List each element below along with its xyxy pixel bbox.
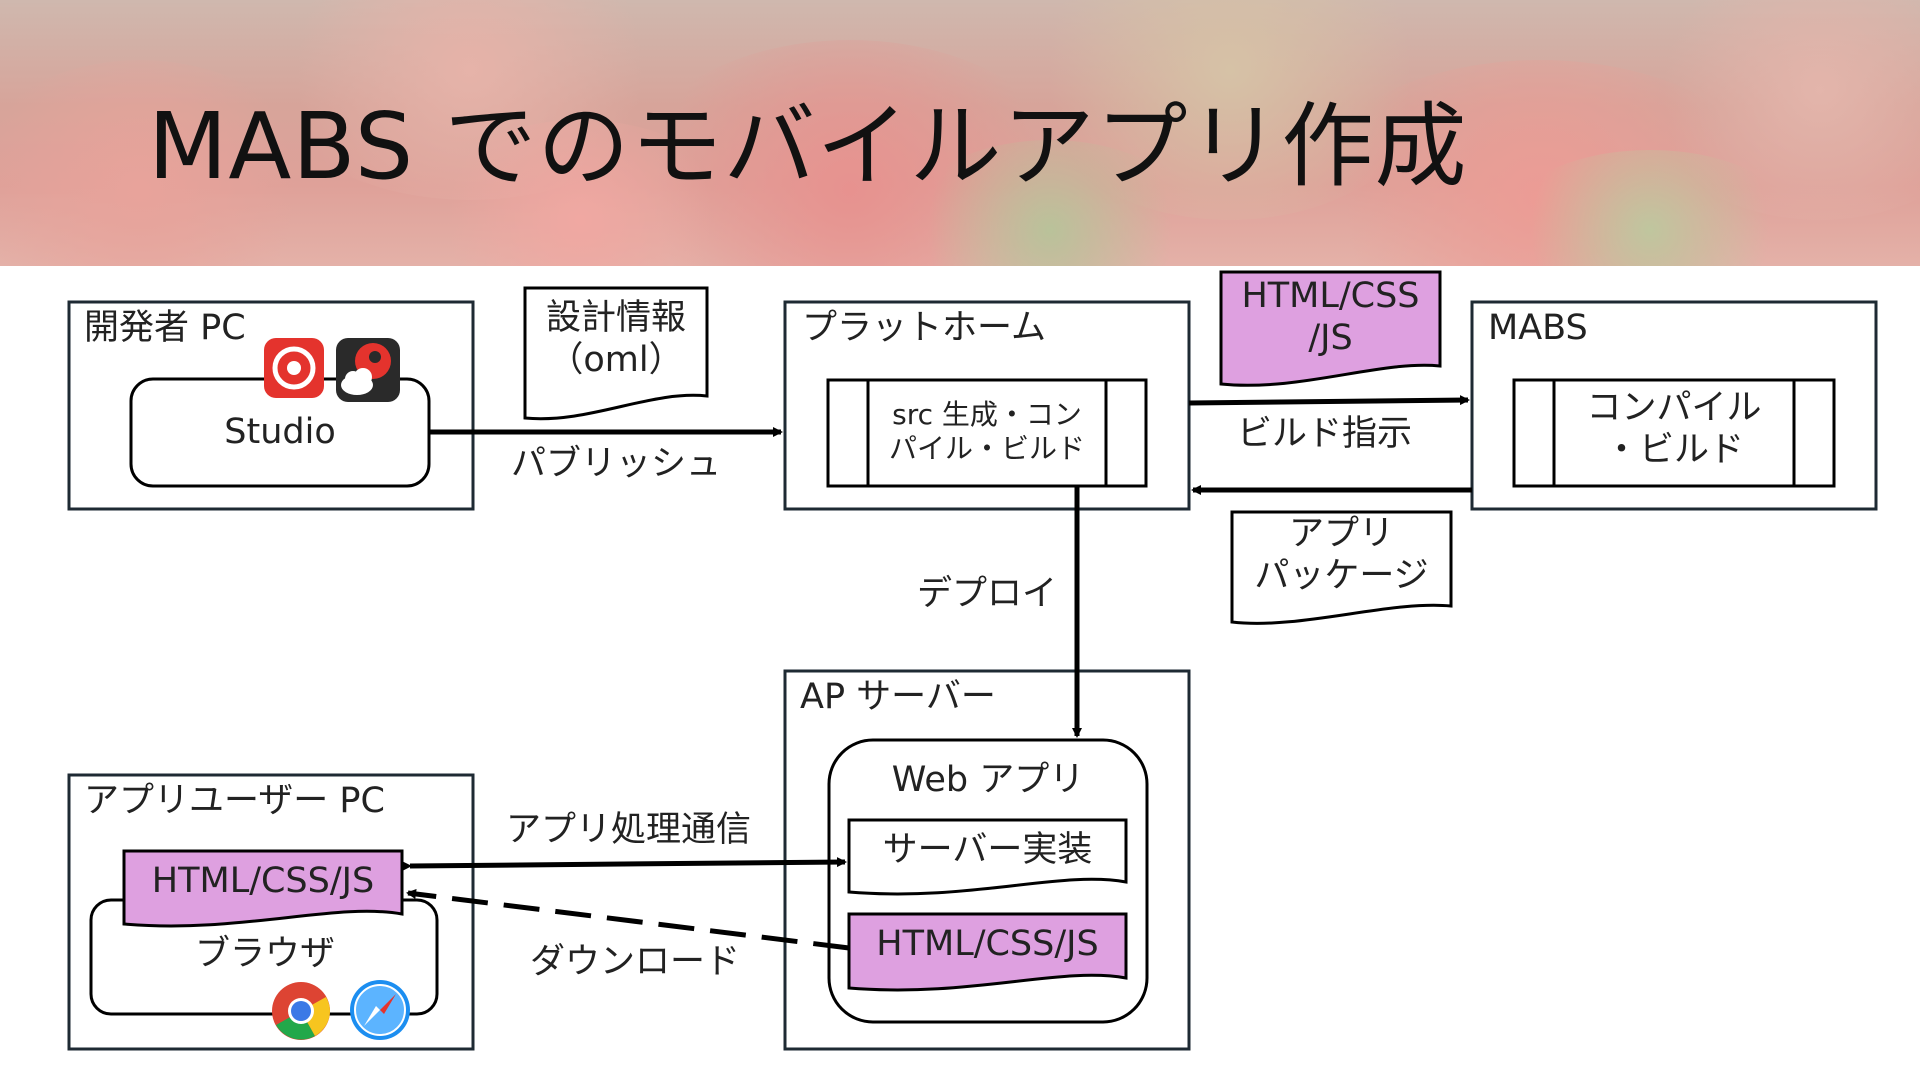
mabs-process-line2: ・ビルド [1603, 430, 1744, 470]
ap-server-label: AP サーバー [800, 677, 996, 717]
server-impl-doc [847, 818, 1128, 896]
server-impl-label: サーバー実装 [882, 830, 1093, 870]
user-assets-label: HTML/CSS/JS [151, 861, 375, 901]
mabs-process-box [1512, 378, 1836, 488]
deploy-label: デプロイ [917, 574, 1058, 614]
app-package-line2: パッケージ [1254, 556, 1429, 596]
mabs-process-line1: コンパイル [1586, 388, 1762, 428]
platform-process-box [826, 378, 1148, 488]
design-info-doc [523, 286, 709, 421]
html-css-js-line2: /JS [1308, 318, 1353, 358]
dev-pc-label: 開発者 PC [84, 308, 246, 348]
platform-label: プラットホーム [802, 308, 1046, 348]
design-info-line2: （oml） [548, 340, 684, 380]
chrome-icon [271, 981, 331, 1041]
cloud-app-icon [335, 337, 401, 403]
publish-label: パブリッシュ [511, 444, 722, 484]
user-pc-label: アプリユーザー PC [84, 781, 385, 821]
header-banner [0, 0, 1920, 266]
safari-icon [349, 979, 411, 1041]
studio-label: Studio [224, 412, 336, 452]
user-assets-doc [122, 849, 404, 928]
server-assets-doc [847, 912, 1128, 992]
app-processing-arrow [401, 857, 847, 872]
download-arrow [406, 889, 850, 951]
page-title: MABS でのモバイルアプリ作成 [148, 93, 1468, 200]
browser-label: ブラウザ [194, 934, 335, 974]
html-css-js-doc [1219, 270, 1442, 387]
download-label: ダウンロード [530, 942, 741, 982]
design-info-line1: 設計情報 [545, 298, 686, 338]
build-instruction-arrow [1188, 395, 1470, 406]
platform-process-line2: パイル・ビルド [888, 432, 1085, 465]
app-package-doc [1230, 510, 1453, 625]
web-app-label: Web アプリ [891, 760, 1085, 800]
platform-process-line1: src 生成・コン [892, 398, 1082, 431]
target-app-icon [263, 337, 325, 399]
app-processing-label: アプリ処理通信 [506, 810, 752, 850]
app-package-line1: アプリ [1288, 514, 1394, 554]
build-instruction-label: ビルド指示 [1237, 414, 1413, 454]
mabs-label: MABS [1488, 308, 1588, 348]
server-assets-label: HTML/CSS/JS [876, 924, 1099, 964]
html-css-js-line1: HTML/CSS [1241, 276, 1420, 316]
